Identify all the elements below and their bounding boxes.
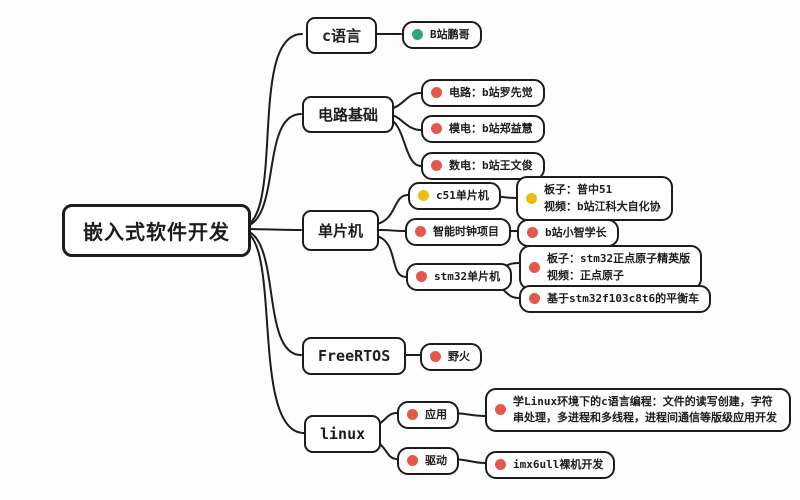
- topic-label: 电路：b站罗先觉: [449, 86, 533, 99]
- topic-freertos[interactable]: FreeRTOS: [302, 337, 407, 375]
- topic-balance-car-project[interactable]: 基于stm32f103c8t6的平衡车: [519, 285, 712, 313]
- topic-analog-electronics[interactable]: 模电：b站郑益慧: [421, 115, 545, 143]
- board-line: 板子：普中51: [544, 183, 613, 196]
- root-topic[interactable]: 嵌入式软件开发: [62, 204, 251, 257]
- topic-linux-driver-resource[interactable]: imx6ull裸机开发: [485, 451, 616, 479]
- topic-marker-icon: [412, 29, 423, 41]
- topic-label: 应用: [425, 408, 447, 421]
- topic-marker-icon: [526, 193, 537, 204]
- topic-smart-clock-project[interactable]: 智能时钟项目: [405, 218, 511, 246]
- topic-marker-icon: [529, 293, 540, 305]
- video-line: 视频：正点原子: [547, 268, 624, 282]
- topic-c51-mcu[interactable]: c51单片机: [408, 182, 501, 210]
- topic-linux-application-detail[interactable]: 学Linux环境下的c语言编程：文件的读写创建，字符串处理，多进程和多线程，进程…: [485, 388, 791, 432]
- topic-label: 智能时钟项目: [433, 225, 499, 238]
- topic-label: 板子：普中51 视频：b站江科大自化协: [544, 182, 661, 215]
- topic-linux-application[interactable]: 应用: [397, 401, 459, 429]
- topic-label: 学Linux环境下的c语言编程：文件的读写创建，字符串处理，多进程和多线程，进程…: [513, 395, 777, 424]
- topic-marker-icon: [407, 455, 418, 467]
- topic-label: FreeRTOS: [318, 347, 391, 365]
- topic-c-language-resource[interactable]: B站鹏哥: [402, 21, 482, 49]
- topic-label: 数电：b站王文俊: [449, 159, 533, 172]
- topic-marker-icon: [495, 404, 506, 416]
- topic-marker-icon: [430, 351, 441, 363]
- topic-stm32-mcu[interactable]: stm32单片机: [406, 263, 513, 291]
- topic-label: c51单片机: [436, 189, 489, 202]
- topic-marker-icon: [431, 160, 442, 172]
- topic-circuit-course[interactable]: 电路：b站罗先觉: [421, 79, 545, 107]
- video-line: 视频：b站江科大自化协: [544, 199, 661, 213]
- topic-marker-icon: [407, 409, 418, 421]
- topic-label: B站鹏哥: [430, 28, 470, 41]
- topic-marker-icon: [431, 123, 442, 135]
- topic-label: 野火: [448, 350, 470, 363]
- topic-label: 板子：stm32正点原子精英版 视频：正点原子: [547, 251, 690, 284]
- topic-label: b站小智学长: [545, 226, 607, 239]
- topic-c-language[interactable]: c语言: [306, 17, 378, 54]
- topic-marker-icon: [418, 190, 429, 202]
- topic-marker-icon: [415, 226, 426, 238]
- topic-marker-icon: [431, 87, 442, 99]
- topic-label: 模电：b站郑益慧: [449, 122, 533, 135]
- topic-linux[interactable]: linux: [304, 415, 382, 453]
- topic-c51-resources[interactable]: 板子：普中51 视频：b站江科大自化协: [516, 176, 673, 221]
- topic-mcu[interactable]: 单片机: [302, 210, 380, 251]
- topic-label: 电路基础: [318, 106, 379, 124]
- topic-marker-icon: [495, 459, 506, 471]
- topic-digital-electronics[interactable]: 数电：b站王文俊: [421, 152, 545, 180]
- topic-label: c语言: [322, 27, 362, 45]
- board-line: 板子：stm32正点原子精英版: [547, 252, 691, 265]
- topic-label: stm32单片机: [434, 270, 501, 283]
- topic-linux-driver[interactable]: 驱动: [397, 447, 459, 475]
- topic-smart-clock-resource[interactable]: b站小智学长: [517, 219, 619, 247]
- topic-marker-icon: [527, 227, 538, 239]
- topic-freertos-resource[interactable]: 野火: [420, 343, 482, 371]
- topic-label: 基于stm32f103c8t6的平衡车: [547, 292, 700, 305]
- topic-marker-icon: [416, 271, 427, 283]
- topic-stm32-resources[interactable]: 板子：stm32正点原子精英版 视频：正点原子: [519, 245, 703, 290]
- topic-label: 单片机: [318, 222, 364, 240]
- topic-marker-icon: [529, 262, 540, 273]
- topic-label: imx6ull裸机开发: [513, 458, 604, 471]
- root-topic-label: 嵌入式软件开发: [83, 220, 230, 244]
- topic-circuit-basics[interactable]: 电路基础: [302, 96, 395, 133]
- topic-label: 驱动: [425, 454, 447, 467]
- topic-label: linux: [320, 425, 366, 443]
